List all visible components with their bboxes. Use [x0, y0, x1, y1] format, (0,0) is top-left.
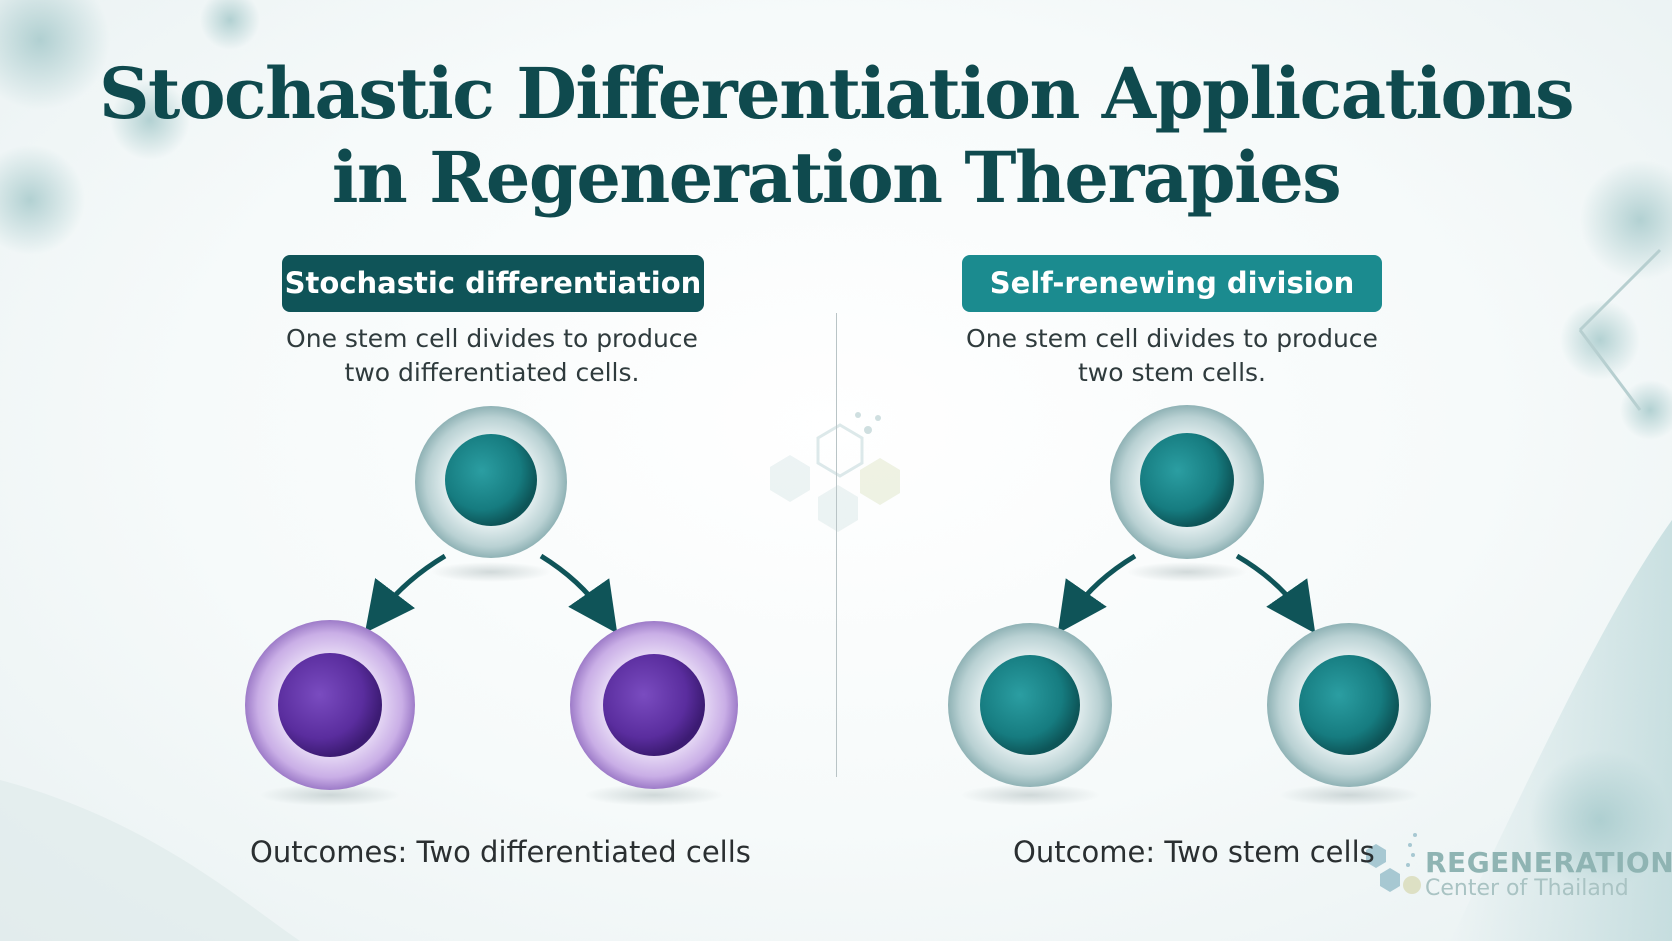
slide-title-line-1: Stochastic Differentiation Applications [98, 52, 1575, 135]
self-renewing-division-label: Self-renewing division [962, 255, 1382, 312]
right-stem-cell-1 [948, 623, 1112, 806]
stochastic-description: One stem cell divides to produce two dif… [252, 322, 732, 390]
self-renewing-description-line-2: two stem cells. [1078, 358, 1266, 387]
brand-subtitle: Center of Thailand [1425, 876, 1629, 901]
left-differentiated-cell-2 [570, 621, 738, 806]
right-arrow-2 [1235, 553, 1316, 634]
stochastic-description-line-1: One stem cell divides to produce [286, 324, 698, 353]
left-arrow-2 [539, 553, 618, 634]
left-differentiated-cell-1 [245, 620, 415, 806]
slide-title-line-2: in Regeneration Therapies [331, 136, 1342, 219]
stochastic-differentiation-label: Stochastic differentiation [282, 255, 704, 312]
self-renewing-outcome: Outcome: Two stem cells [1013, 835, 1375, 869]
stochastic-outcome: Outcomes: Two differentiated cells [250, 835, 751, 869]
right-stem-cell-2 [1267, 623, 1431, 806]
self-renewing-description-line-1: One stem cell divides to produce [966, 324, 1378, 353]
left-arrow-1 [364, 553, 447, 633]
brand-name: REGENERATION [1425, 846, 1672, 879]
right-parent-stem-cell [1110, 405, 1264, 582]
self-renewing-description: One stem cell divides to produce two ste… [932, 322, 1412, 390]
regeneration-logo-icon [1366, 833, 1421, 894]
panel-divider [836, 313, 837, 777]
right-arrow-1 [1057, 553, 1137, 634]
left-parent-stem-cell [415, 406, 567, 582]
stochastic-description-line-2: two differentiated cells. [344, 358, 640, 387]
